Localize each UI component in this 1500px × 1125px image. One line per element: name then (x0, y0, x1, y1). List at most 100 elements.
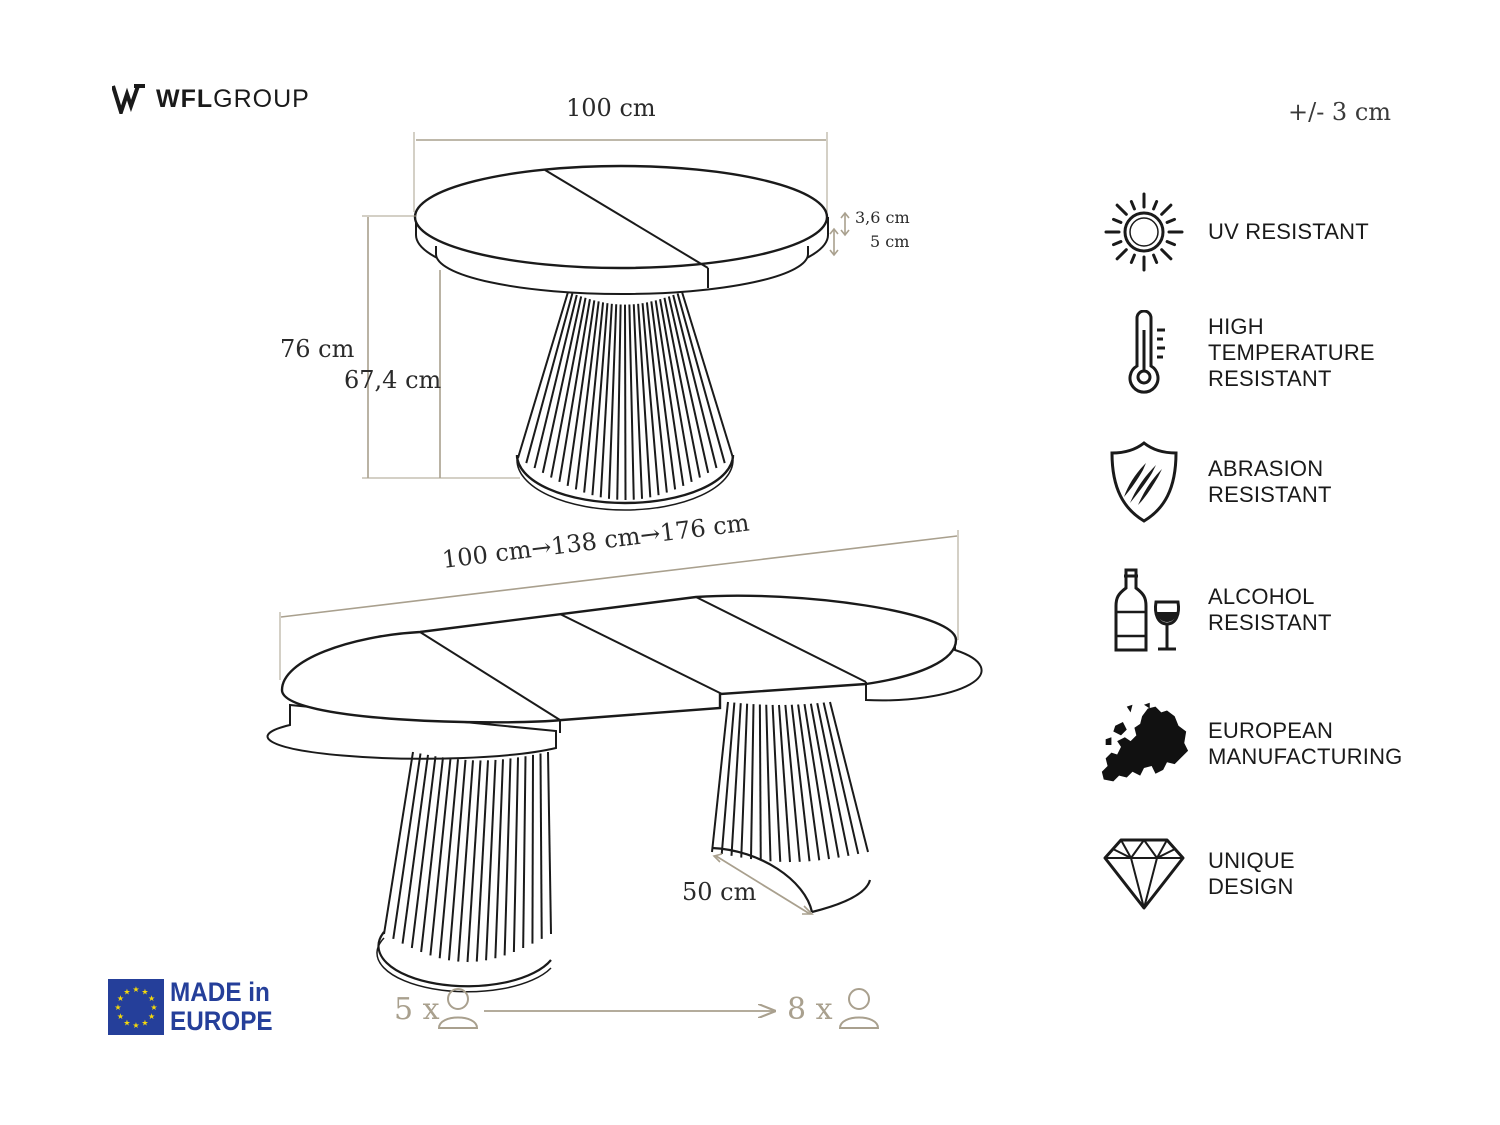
pedestal-slat (667, 296, 710, 474)
thermometer-icon (1098, 307, 1190, 399)
pedestal-slat (420, 757, 444, 953)
pedestal-slat (550, 297, 587, 478)
pedestal-slat (383, 751, 414, 935)
pedestal-slat (607, 304, 618, 499)
sun-ray (1165, 240, 1176, 247)
pedestal-slat (485, 759, 497, 961)
thickness-bottom-label: 5 cm (870, 232, 910, 251)
eu-star: ★ (148, 994, 155, 1003)
eu-flag-icon: ★★★★★★★★★★★★ (108, 979, 164, 1035)
sun-ray (1129, 200, 1136, 211)
feature-uv: UV RESISTANT (1098, 186, 1458, 278)
pedestal-slat (410, 756, 437, 949)
seats-min-label: 5 x (394, 992, 440, 1027)
eu-star: ★ (148, 1012, 155, 1021)
eu-star: ★ (132, 1021, 139, 1030)
europe-map-icon (1098, 698, 1190, 790)
sun-ray (1112, 217, 1123, 224)
pedestal-slat (650, 301, 677, 490)
feature-label: ALCOHOL RESISTANT (1208, 584, 1332, 635)
pedestal-slat (512, 757, 519, 953)
pedestal-slat (654, 300, 685, 486)
feature-european: EUROPEAN MANUFACTURING (1098, 698, 1458, 790)
eu-star: ★ (132, 985, 139, 994)
left-pedestal (383, 751, 552, 963)
made-in-europe-text: MADE in EUROPE (170, 977, 273, 1036)
pedestal-slat (829, 701, 869, 853)
pedestal-slat (466, 760, 482, 963)
sun-ray (1129, 253, 1136, 264)
sun-ray (1160, 248, 1173, 261)
sun-ray (1115, 203, 1128, 216)
pedestal-slat (517, 291, 569, 459)
diamond-icon (1098, 828, 1190, 920)
eu-star: ★ (123, 1019, 130, 1028)
sun-ray (1112, 240, 1123, 247)
feature-temperature: HIGH TEMPERATURE RESISTANT (1098, 307, 1458, 399)
base-width-label: 50 cm (682, 878, 757, 906)
feature-design: UNIQUE DESIGN (1098, 828, 1458, 920)
pedestal-slat (797, 704, 821, 861)
pedestal-slat (591, 303, 609, 496)
pedestal-slat (558, 298, 591, 483)
extended-table-view (266, 530, 983, 993)
wfl-logo-icon (112, 84, 145, 114)
pedestal-slat (784, 704, 801, 862)
sun-ray (1152, 253, 1159, 264)
feature-alcohol: ALCOHOL RESISTANT (1098, 564, 1458, 656)
pedestal-slat (809, 703, 840, 858)
pedestal-slat (525, 293, 574, 464)
pedestal-slat (730, 703, 742, 856)
feature-label: UNIQUE DESIGN (1208, 848, 1295, 899)
pedestal-slat (583, 302, 605, 493)
slatted-pedestal (517, 291, 734, 501)
pedestal-slat (790, 704, 811, 862)
pedestal-slat (494, 759, 504, 959)
pedestal-slat (681, 291, 734, 459)
seats-max-label: 8 x (787, 992, 833, 1027)
feature-label: UV RESISTANT (1208, 219, 1369, 244)
top-width-label: 100 cm (566, 94, 656, 122)
pedestal-slat (539, 753, 543, 939)
thickness-top-label: 3,6 cm (855, 208, 910, 227)
pedestal-slat (676, 293, 726, 464)
pedestal-slat (531, 754, 534, 944)
wine-bottle-glass-icon (1098, 564, 1190, 656)
pedestal-slat (533, 294, 578, 469)
pedestal-slat (541, 296, 583, 474)
eu-star: ★ (150, 1003, 157, 1012)
pedestal-slat (616, 304, 622, 500)
pedestal-slat (475, 760, 489, 962)
pedestal-slat (720, 702, 736, 855)
sun-ray (1165, 217, 1176, 224)
pedestal-slat (438, 759, 459, 959)
pedestal-slat (457, 760, 474, 962)
underside-height-label: 67,4 cm (344, 366, 442, 394)
table-drawing (266, 132, 983, 1125)
sun-icon (1098, 186, 1190, 278)
shield-scratch-icon (1098, 436, 1190, 528)
round-tabletop (413, 164, 829, 270)
brand-logo: WFLGROUP (112, 84, 310, 114)
feature-label: ABRASION RESISTANT (1208, 456, 1332, 507)
pedestal-slat (765, 704, 772, 862)
pedestal-slat (659, 298, 693, 483)
pedestal-slat (641, 303, 660, 496)
eu-star: ★ (117, 994, 124, 1003)
pedestal-slat (711, 701, 729, 853)
pedestal-slat (758, 704, 762, 861)
right-pedestal (711, 701, 869, 863)
eu-star: ★ (123, 987, 130, 996)
eu-star: ★ (141, 987, 148, 996)
pedestal-slat (447, 759, 467, 961)
pedestal-slat (816, 702, 850, 857)
made-in-europe-badge: ★★★★★★★★★★★★ MADE in EUROPE (108, 978, 284, 1036)
pedestal-slat (822, 702, 860, 855)
sun-ray (1115, 248, 1128, 261)
feature-abrasion: ABRASION RESISTANT (1098, 436, 1458, 528)
eu-star: ★ (114, 1003, 121, 1012)
pedestal-slat (663, 297, 701, 478)
pedestal-slat (574, 301, 600, 490)
pedestal-slat (632, 304, 644, 499)
feature-label: HIGH TEMPERATURE RESISTANT (1208, 314, 1375, 391)
